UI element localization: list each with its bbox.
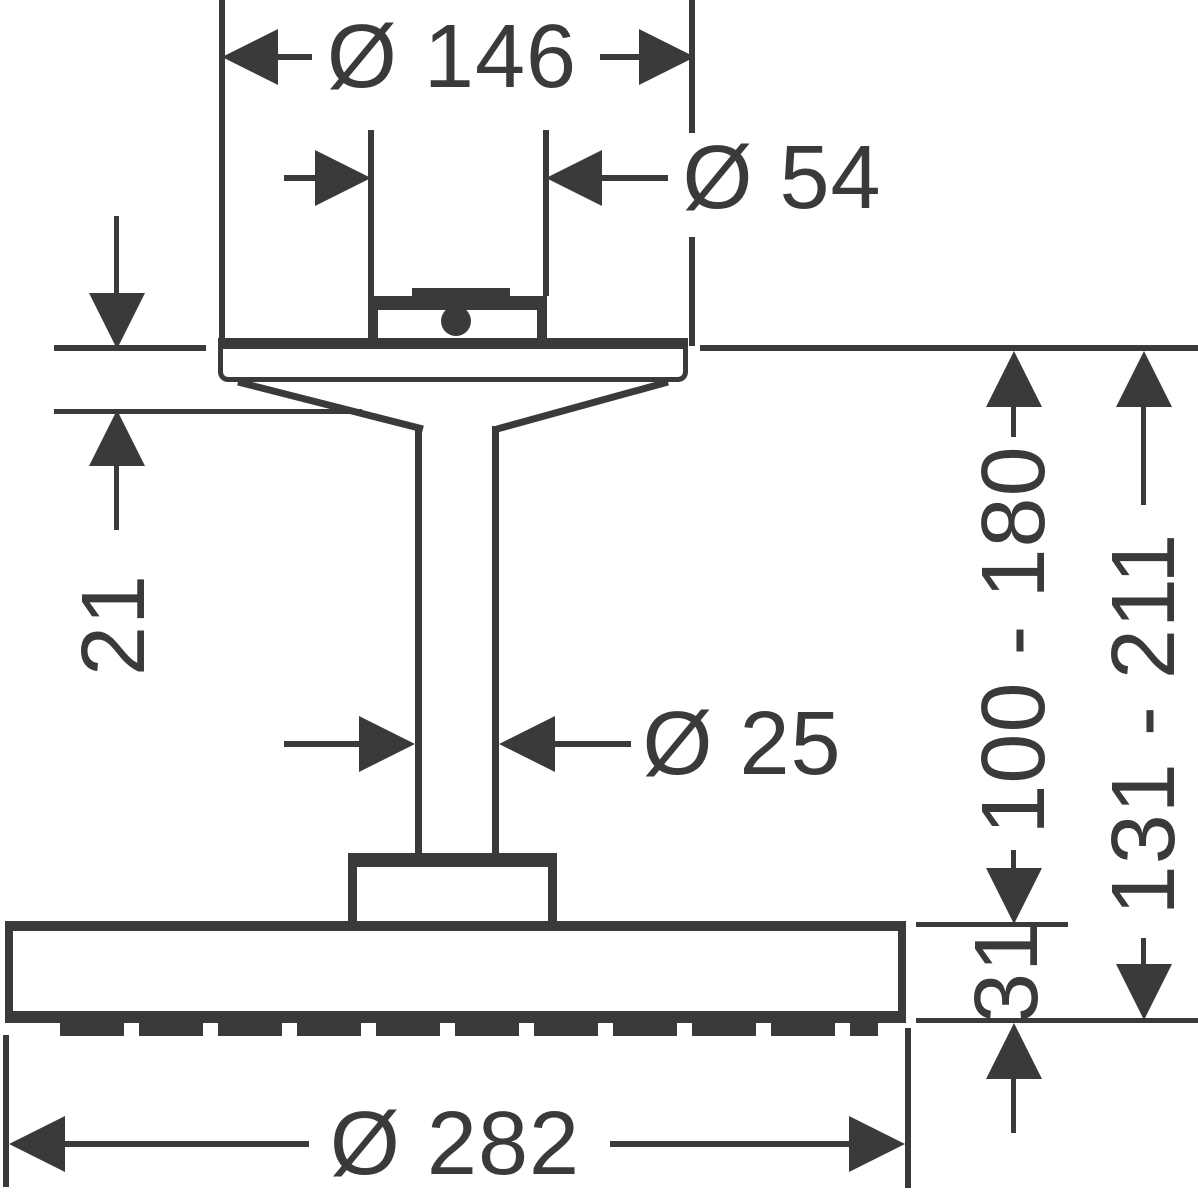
extension-line [543, 130, 549, 296]
arrowhead-left [499, 716, 555, 772]
dimension-line [284, 741, 362, 747]
dim-label-flange-diameter: Ø 146 [326, 7, 578, 107]
dimension-line [114, 216, 119, 294]
arrowhead-down [986, 868, 1042, 924]
dimension-line [1011, 1077, 1016, 1133]
dimension-line [1011, 407, 1016, 437]
shower-pipe-left-edge [415, 426, 422, 857]
dimension-line [600, 175, 668, 181]
flange-bottom-reference-line [54, 409, 362, 414]
dim-label-flange-height: 21 [64, 573, 164, 677]
dimension-line [1141, 407, 1146, 505]
arrowhead-left [546, 150, 602, 206]
dim-label-connector-diameter: Ø 54 [682, 128, 882, 228]
shower-head-body [5, 921, 906, 1023]
dimension-line [63, 1141, 309, 1147]
dim-label-head-diameter: Ø 282 [329, 1094, 581, 1194]
extension-line [219, 0, 225, 346]
arrowhead-left [222, 29, 278, 85]
reference-line-head-top [916, 922, 1068, 927]
dimension-line [553, 741, 631, 747]
dimension-line [1011, 850, 1016, 868]
dimension-line [276, 54, 312, 60]
pivot-block [348, 853, 557, 924]
dimension-line [610, 1141, 850, 1147]
shower-pipe-right-edge [492, 426, 499, 857]
arrowhead-right [639, 29, 695, 85]
ceiling-line-right [700, 345, 1198, 351]
arrowhead-left [9, 1116, 65, 1172]
arrowhead-down [1116, 964, 1172, 1020]
arrowhead-right [315, 150, 371, 206]
extension-line [905, 1028, 911, 1188]
arrowhead-down [89, 293, 145, 349]
arrowhead-up [986, 1023, 1042, 1079]
connector-box-notch [412, 288, 510, 298]
spray-face [60, 1023, 878, 1036]
arrowhead-right [359, 716, 415, 772]
arrowhead-up [986, 351, 1042, 407]
arrowhead-up [89, 410, 145, 466]
reference-line-spray-face [916, 1018, 1198, 1023]
dimension-line [1141, 938, 1146, 964]
dimension-line [114, 464, 119, 530]
extension-line [3, 1035, 9, 1187]
dim-label-head-height: 31 [957, 920, 1057, 1024]
dimension-line [284, 175, 320, 181]
extension-line [368, 130, 374, 296]
dimension-line [600, 54, 640, 60]
extension-line [689, 237, 695, 346]
dim-label-ceiling-to-head-top: 100 - 180 [964, 445, 1064, 835]
flange-skirt [237, 378, 669, 433]
dim-label-ceiling-to-spray-face: 131 - 211 [1094, 532, 1194, 916]
dim-label-pipe-diameter: Ø 25 [642, 694, 842, 794]
ceiling-flange-plate [218, 338, 688, 382]
screw-dot [441, 306, 471, 336]
arrowhead-up [1116, 351, 1172, 407]
arrowhead-right [849, 1116, 905, 1172]
